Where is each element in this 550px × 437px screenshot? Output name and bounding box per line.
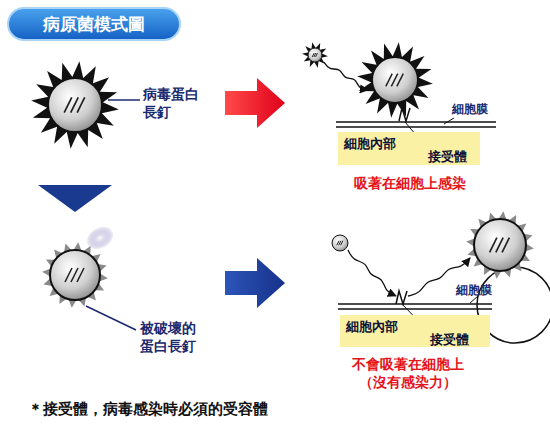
protein-spike [31,96,49,108]
part-label: 病毒蛋白 長釘 [143,86,209,121]
virus-mark [490,238,497,253]
virus [466,211,534,279]
leader-line [108,99,140,101]
leader-line [86,306,136,330]
virus-mark [386,74,392,87]
part-label: 細胞膜 [456,283,516,298]
virus-body [474,219,526,271]
virus-mark [77,268,84,282]
protein-spike [388,102,398,118]
protein-spike [417,77,433,87]
virus-body [48,78,102,132]
protein-spike [392,42,402,58]
virus-group [31,42,534,308]
virus-mark [77,97,85,112]
protein-spike [66,131,78,149]
virus-body [372,57,418,103]
membrane-line [338,303,492,305]
cell-interior-band: 細胞內部接受體 [338,132,480,165]
virus-mark [71,97,79,112]
membrane-line [338,308,492,310]
virus [42,242,108,308]
protein-spike [72,61,84,79]
leader-line [470,296,478,303]
node-text: 接受體 [428,148,467,166]
receptor-symbol [396,291,407,304]
red-arrow [225,78,285,128]
virus-mark [71,268,78,282]
virus [31,61,119,149]
blue-arrow [225,258,285,308]
virus-mark [341,241,343,245]
virus [332,235,348,251]
virus-mark [496,238,503,253]
node-text: 接受體 [430,331,469,349]
virus-mark [64,97,72,112]
title: 病原菌模式圖 [8,8,180,40]
virus-body [308,48,322,62]
title-badge [8,8,180,40]
protein-spike [101,102,119,114]
result-note: 不會吸著在細胞上 （沒有感染力） [345,356,471,391]
leader-line [444,118,454,124]
down-triangle [38,185,112,212]
part-label: 細胞膜 [452,102,512,117]
node-text: 細胞內部 [344,135,396,153]
protein-spike [357,73,373,83]
virus [302,42,328,67]
cell-interior-band: 細胞內部接受體 [340,315,490,347]
virus-mark [65,268,72,282]
wavy-arrow [348,250,396,296]
virus [357,42,433,118]
virus-body [50,250,100,300]
caption: ＊接受體，病毒感染時必須的受容體 [28,400,268,419]
membrane-line [336,126,496,128]
part-label: 被破壞的 蛋白長釘 [140,320,212,355]
virus-mark [502,238,509,253]
result-note: 吸著在細胞上感染 [335,175,485,193]
virus-body [332,235,348,251]
virus-mark [391,74,397,87]
virus-mark [316,53,318,57]
wavy-arrow [324,62,368,90]
virus-mark [397,74,403,87]
node-text: 細胞內部 [346,318,398,336]
membrane-line [336,121,496,123]
